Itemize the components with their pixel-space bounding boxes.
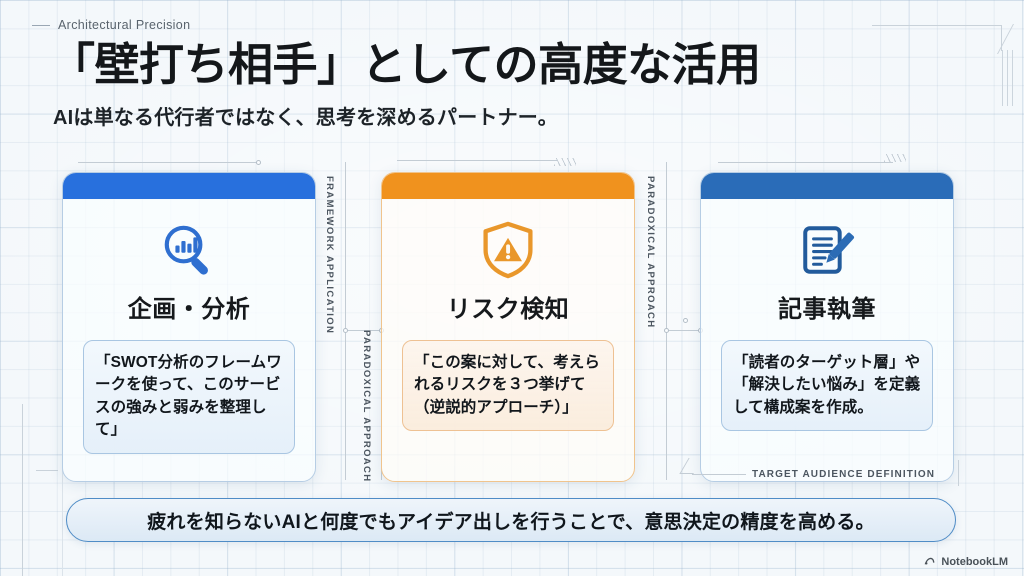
connector-rule xyxy=(718,162,893,163)
connector-node-icon xyxy=(664,328,669,333)
notebooklm-watermark: NotebookLM xyxy=(923,555,1008,568)
eyebrow: Architectural Precision xyxy=(32,18,190,32)
corner-bracket-top-right xyxy=(872,25,1002,51)
page-title: 「壁打ち相手」としての高度な活用 xyxy=(50,39,761,90)
eyebrow-dash-icon xyxy=(32,24,50,26)
shield-warning-icon xyxy=(480,219,536,281)
page-subtitle: AIは単なる代行者ではなく、思考を深めるパートナー。 xyxy=(53,107,558,129)
connector-rule xyxy=(345,162,346,330)
card-accent-bar xyxy=(382,173,634,199)
corner-hatch-icon xyxy=(1002,50,1016,106)
connector-rule xyxy=(345,330,346,480)
connector-label-paradoxical-approach-left: PARADOXICAL APPROACH xyxy=(361,330,372,483)
magnifier-bar-chart-icon xyxy=(160,219,218,281)
connector-node-icon xyxy=(343,328,348,333)
connector-rule xyxy=(666,330,667,480)
eyebrow-label: Architectural Precision xyxy=(58,18,191,32)
caption-leader-line xyxy=(692,474,746,475)
card-planning-analysis[interactable]: 企画・分析 「SWOT分析のフレームワークを使って、このサービスの強みと弱みを整… xyxy=(62,172,316,482)
margin-rule xyxy=(62,404,63,576)
margin-rule xyxy=(22,404,23,576)
connector-rule xyxy=(666,330,700,331)
connector-label-paradoxical-approach-right: PARADOXICAL APPROACH xyxy=(645,176,656,329)
card-title: リスク検知 xyxy=(446,296,570,323)
card-row: 企画・分析 「SWOT分析のフレームワークを使って、このサービスの強みと弱みを整… xyxy=(0,148,1024,482)
card-quote: 「この案に対して、考えられるリスクを３つ挙げて（逆説的アプローチ）」 xyxy=(402,340,614,432)
caption-tick-icon xyxy=(958,460,959,486)
summary-banner: 疲れを知らないAIと何度でもアイデア出しを行うことで、意思決定の精度を高める。 xyxy=(66,498,956,542)
card-accent-bar xyxy=(63,173,315,199)
hatch-mark-icon xyxy=(884,154,906,162)
document-pencil-icon xyxy=(798,219,856,281)
card-title: 企画・分析 xyxy=(127,296,251,323)
card-accent-bar xyxy=(701,173,953,199)
card-title: 記事執筆 xyxy=(778,296,876,323)
connector-rule xyxy=(666,162,667,330)
caption-target-audience-definition: TARGET AUDIENCE DEFINITION xyxy=(752,469,936,480)
summary-banner-text: 疲れを知らないAIと何度でもアイデア出しを行うことで、意思決定の精度を高める。 xyxy=(147,511,875,533)
card-risk-detection[interactable]: リスク検知 「この案に対して、考えられるリスクを３つ挙げて（逆説的アプローチ）」 xyxy=(381,172,635,482)
hatch-mark-icon xyxy=(554,158,576,166)
connector-rule xyxy=(78,162,258,163)
card-quote: 「SWOT分析のフレームワークを使って、このサービスの強みと弱みを整理して」 xyxy=(83,340,295,454)
margin-tick-icon xyxy=(36,470,58,471)
connector-rule xyxy=(345,330,381,331)
notebooklm-logo-icon xyxy=(925,557,935,565)
connector-node-icon xyxy=(683,318,688,323)
connector-label-framework-application: FRAMEWORK APPLICATION xyxy=(324,176,335,335)
notebooklm-watermark-label: NotebookLM xyxy=(941,555,1008,568)
connector-node-icon xyxy=(256,160,261,165)
connector-rule xyxy=(397,160,557,161)
card-article-writing[interactable]: 記事執筆 「読者のターゲット層」や「解決したい悩み」を定義して構成案を作成。 xyxy=(700,172,954,482)
card-quote: 「読者のターゲット層」や「解決したい悩み」を定義して構成案を作成。 xyxy=(721,340,933,432)
